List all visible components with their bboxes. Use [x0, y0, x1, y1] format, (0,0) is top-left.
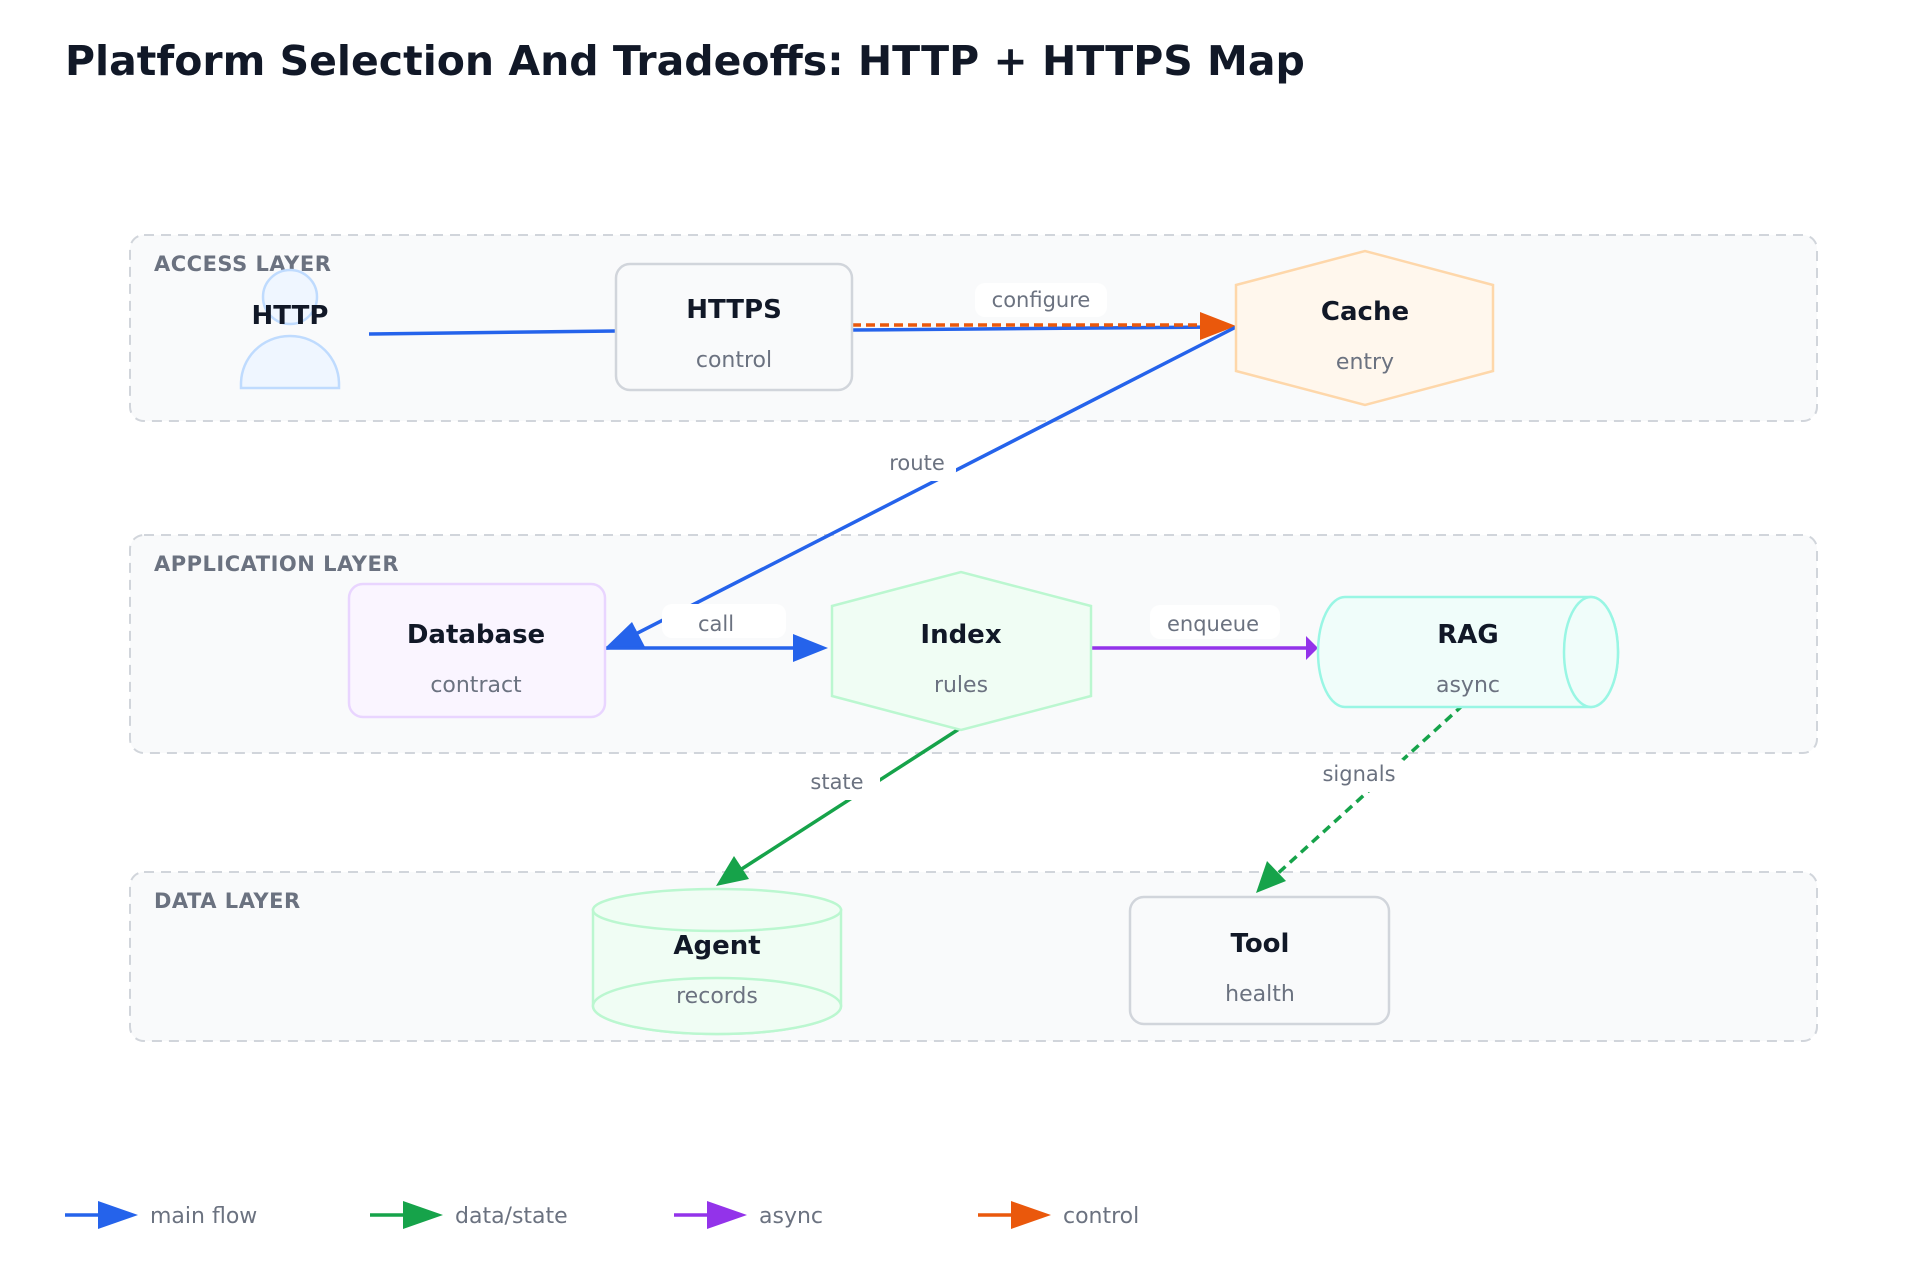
edge-configure-arrowhead [1200, 312, 1236, 340]
node-rag-cap [1562, 595, 1620, 709]
node-index-title: Index [920, 620, 1001, 650]
node-database[interactable]: Database contract [347, 582, 607, 719]
edge-signals-arrowhead [1256, 861, 1286, 893]
node-https[interactable]: HTTPS control [614, 262, 854, 392]
edges: configure route call enqueue state signa… [368, 283, 1465, 893]
layer-access-label: ACCESS LAYER [154, 252, 331, 276]
edge-label-bg [878, 447, 956, 481]
legend-async-label: async [759, 1204, 823, 1229]
edge-label-bg [1150, 605, 1280, 639]
node-tool[interactable]: Tool health [1128, 895, 1391, 1026]
legend-main-flow-arrow-icon [98, 1201, 138, 1229]
layer-data-label: DATA LAYER [154, 889, 301, 913]
node-tool-title: Tool [1231, 929, 1290, 959]
edge-label-call: call [698, 612, 734, 636]
node-rag-subtitle: async [1436, 673, 1500, 698]
edge-https-to-cache [851, 325, 1221, 332]
node-rag[interactable]: RAG async [1316, 595, 1620, 709]
legend-item-async: async [674, 1201, 823, 1229]
legend-item-data-state: data/state [370, 1201, 568, 1229]
node-database-title: Database [407, 620, 545, 650]
layer-data-box [129, 871, 1818, 1042]
edge-enqueue-arrowhead [1306, 636, 1318, 660]
edge-index-to-agent [736, 727, 960, 874]
edge-label-bg [662, 604, 786, 638]
node-rag-title: RAG [1437, 620, 1498, 650]
edge-label-state: state [810, 770, 863, 794]
node-cache-hexagon [1234, 249, 1495, 407]
node-https-subtitle: control [696, 348, 772, 373]
legend-main-flow-label: main flow [150, 1204, 257, 1229]
edge-label-enqueue: enqueue [1167, 612, 1259, 636]
node-agent-top [591, 887, 843, 933]
legend-item-main-flow: main flow [65, 1201, 257, 1229]
edge-label-signals: signals [1322, 762, 1395, 786]
edge-route-arrowhead [603, 622, 645, 650]
node-http[interactable]: HTTP [239, 268, 341, 390]
edge-http-to-https [368, 329, 617, 336]
layer-data: DATA LAYER [129, 871, 1818, 1042]
edge-state-arrowhead [716, 856, 749, 886]
legend: main flow data/state async control [65, 1201, 1139, 1229]
node-index-subtitle: rules [934, 673, 988, 698]
node-database-box [347, 582, 607, 719]
person-body-icon [239, 334, 341, 390]
node-index[interactable]: Index rules [830, 570, 1093, 732]
node-tool-subtitle: health [1225, 982, 1295, 1007]
node-index-hexagon [830, 570, 1093, 732]
page-title: Platform Selection And Tradeoffs: HTTP +… [65, 37, 1305, 85]
edge-call-arrowhead [793, 634, 828, 662]
layer-application-label: APPLICATION LAYER [154, 552, 399, 576]
node-cache[interactable]: Cache entry [1234, 249, 1495, 407]
node-agent[interactable]: Agent records [591, 887, 843, 1036]
node-agent-title: Agent [673, 931, 760, 961]
legend-item-control: control [978, 1201, 1139, 1229]
node-https-title: HTTPS [686, 295, 782, 325]
legend-data-state-arrow-icon [403, 1201, 443, 1229]
edge-label-route: route [889, 451, 944, 475]
node-database-subtitle: contract [430, 673, 522, 698]
edge-label-bg [794, 766, 880, 800]
legend-control-label: control [1063, 1204, 1139, 1229]
edge-label-bg [1313, 758, 1407, 792]
edge-cache-to-database [621, 325, 1237, 643]
node-cache-title: Cache [1321, 297, 1409, 327]
node-https-box [614, 262, 854, 392]
legend-data-state-label: data/state [455, 1204, 568, 1229]
edge-label-bg [975, 283, 1107, 317]
legend-async-arrow-icon [707, 1201, 747, 1229]
node-cache-subtitle: entry [1336, 350, 1394, 375]
node-agent-bottom [591, 976, 843, 1036]
edge-label-configure: configure [992, 288, 1091, 312]
node-http-title: HTTP [252, 301, 329, 331]
node-agent-subtitle: records [676, 984, 758, 1009]
node-tool-box [1128, 895, 1391, 1026]
legend-control-arrow-icon [1011, 1201, 1051, 1229]
person-head-icon [261, 268, 319, 326]
